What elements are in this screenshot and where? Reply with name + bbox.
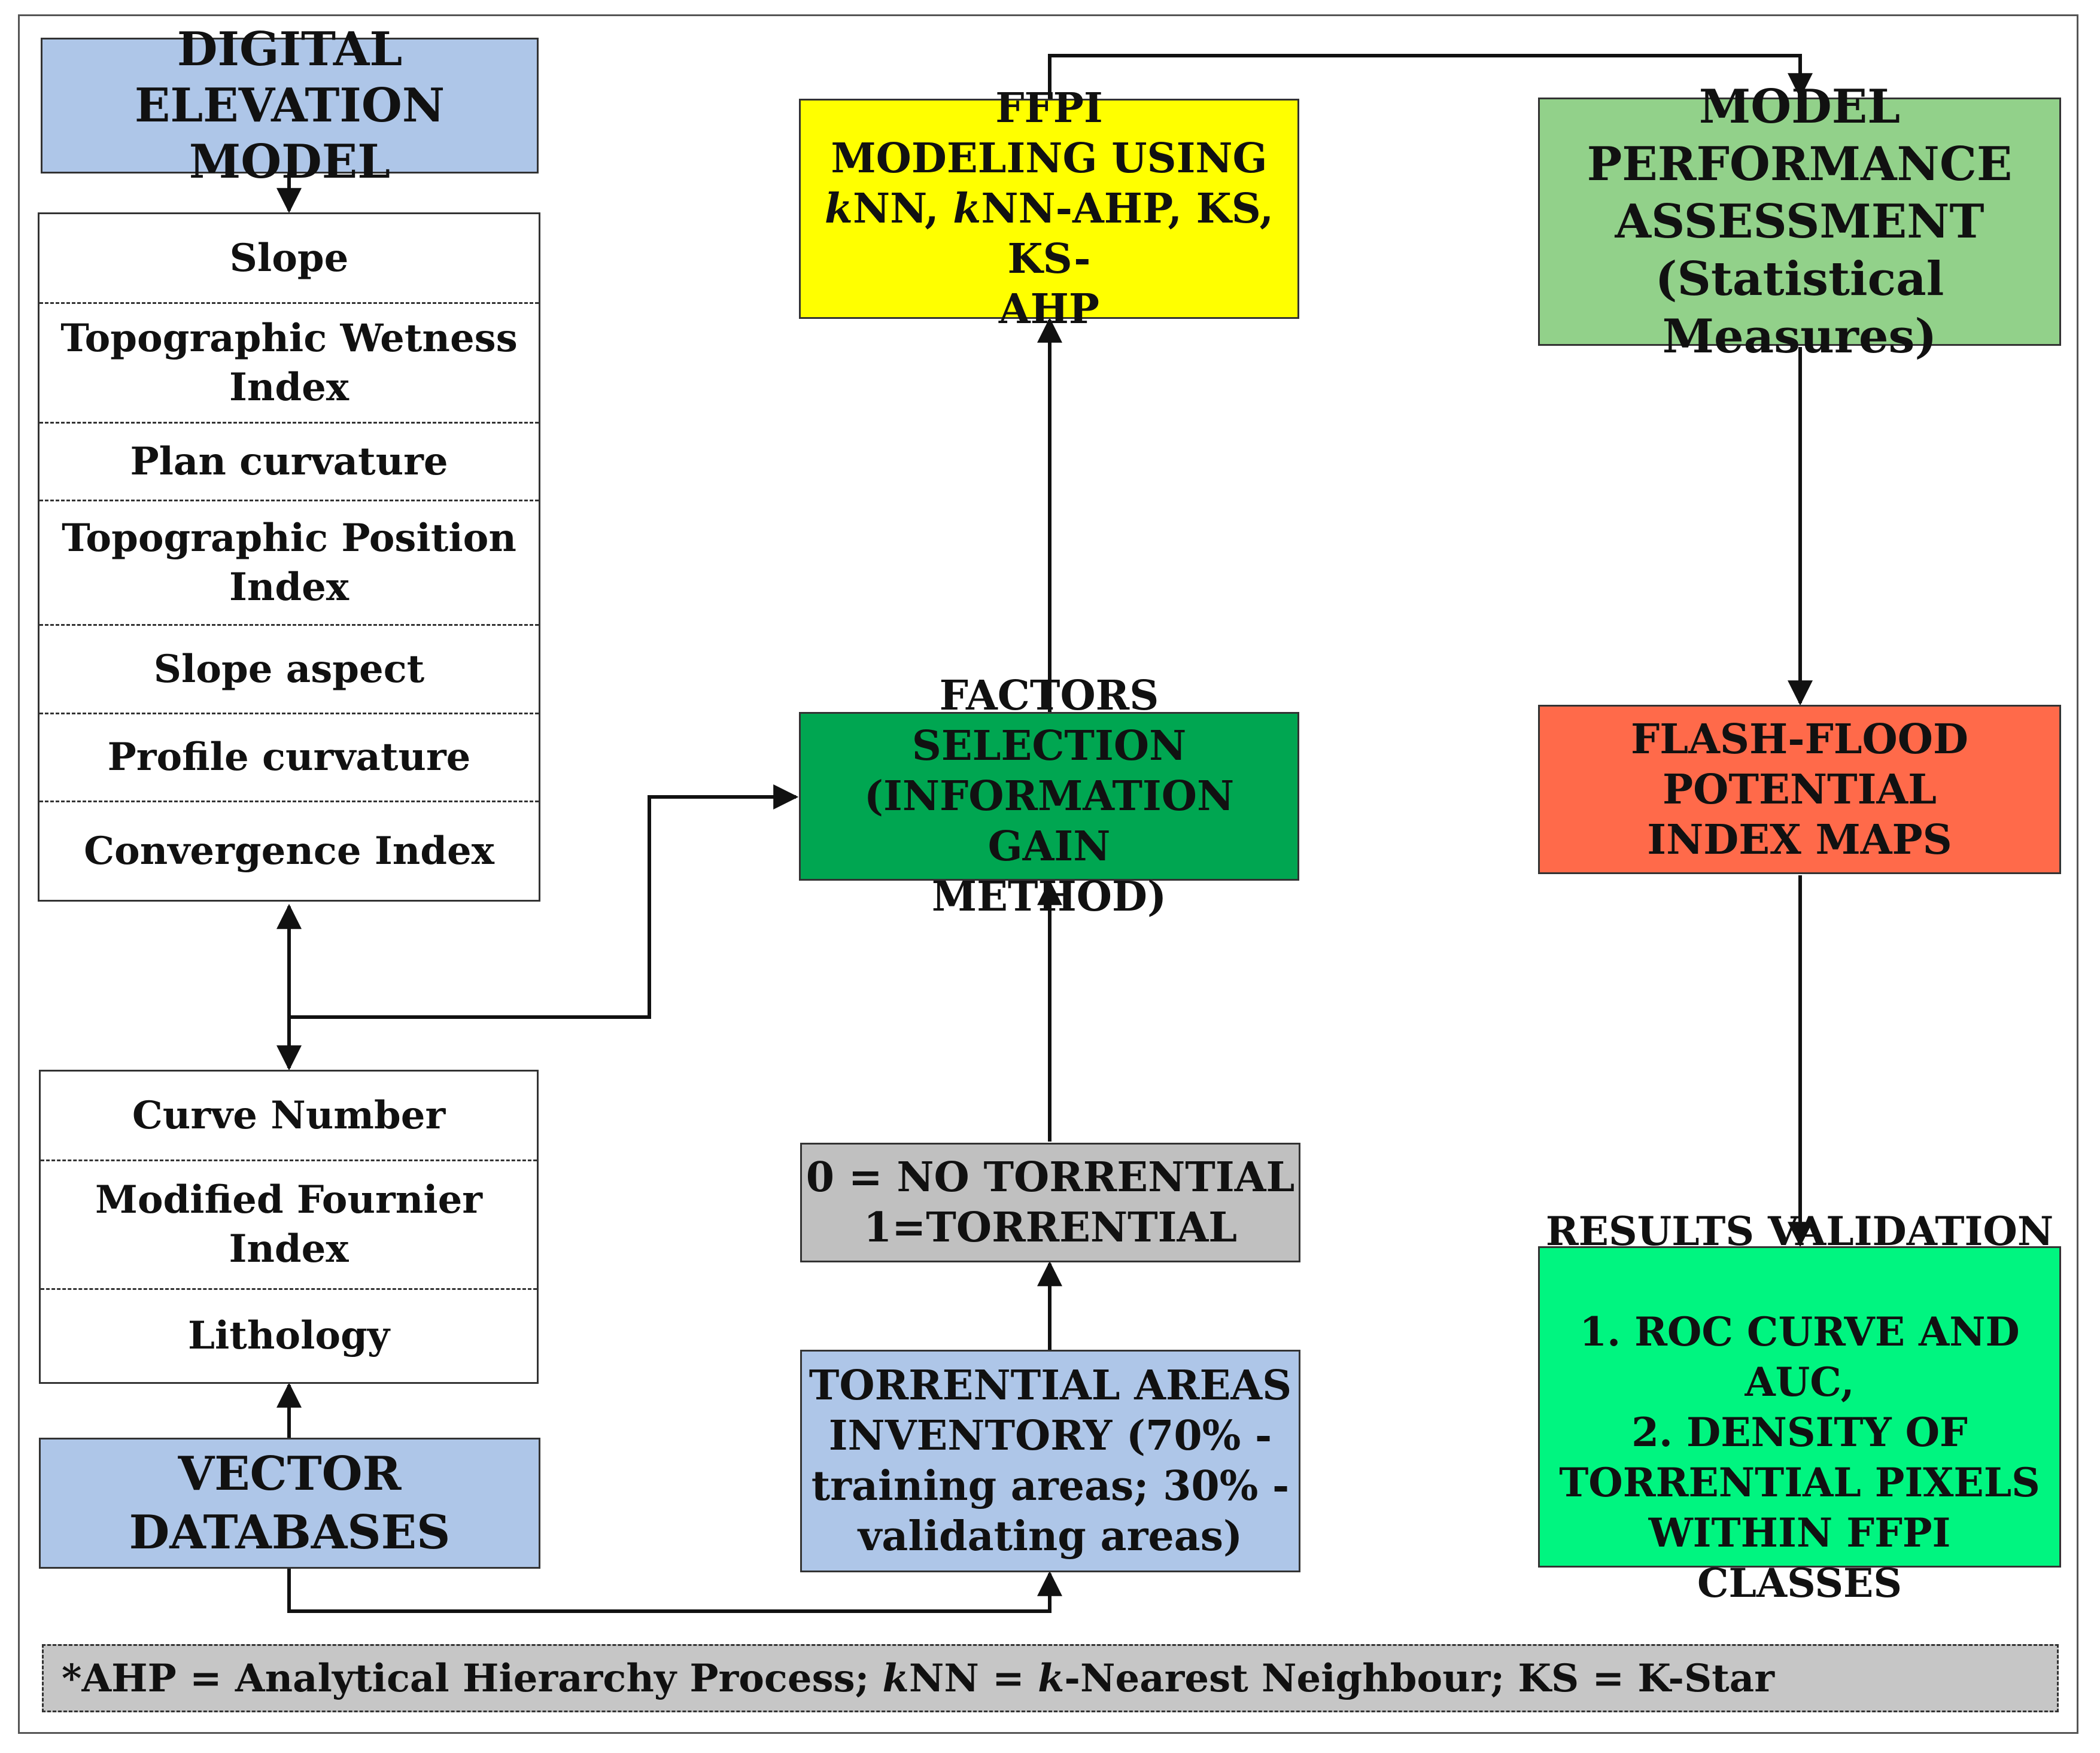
factor-row: Curve Number [41,1072,537,1161]
perf-line-4: (Statistical Measures) [1655,251,1944,364]
footnote-part-2: NN = [908,1655,1038,1701]
model-performance-box: MODEL PERFORMANCE ASSESSMENT (Statistica… [1538,80,2061,364]
factor-row: Profile curvature [39,714,539,802]
code-line-1: 0 = NO TORRENTIAL [806,1154,1295,1201]
inventory-line-2: INVENTORY (70% - [828,1412,1272,1460]
results-validation-box: RESULTS VALIDATION 1. ROC CURVE AND AUC,… [1538,1208,2061,1606]
factor-row: Topographic Wetness Index [39,304,539,424]
footnote-part-3: -Nearest Neighbour; KS = K-Star [1064,1655,1774,1701]
digital-elevation-model-box: DIGITAL ELEVATION MODEL [41,22,539,189]
ffpi-modeling-box: FFPI MODELING USING kNN, kNN-AHP, KS, KS… [799,84,1299,333]
ffpi-line-1: FFPI [995,84,1103,132]
arrow-ffpi-to-model-performance [1048,54,1813,99]
ffpi-line-4: AHP [998,285,1100,333]
factors-line-1: FACTORS SELECTION [911,672,1187,770]
factor-tpi-line-1: Topographic Position [62,515,516,561]
results-item-1: 1. ROC CURVE AND AUC, [1579,1308,2020,1405]
torrential-inventory-box: TORRENTIAL AREAS INVENTORY (70% - traini… [800,1350,1300,1572]
results-item-2-line-2: TORRENTIAL PIXELS [1559,1459,2040,1506]
footnote-k-italic: k [882,1655,909,1701]
ffpi-k-italic: k [824,185,853,233]
factor-slope: Slope [229,235,349,281]
ffpi-line-3-b: NN-AHP, KS, KS- [981,185,1274,283]
factor-twi-line-2: Index [229,364,350,410]
factor-row: Topographic Position Index [39,501,539,626]
ffpi-line-3-a: NN, [852,185,953,233]
dem-line-1: DIGITAL [177,22,403,77]
factor-row: Slope [39,214,539,304]
ffpi-line-2: MODELING USING [831,135,1268,182]
vector-databases-box: VECTOR DATABASES [39,1438,540,1569]
dem-factor-list: Slope Topographic Wetness Index Plan cur… [38,212,540,902]
vector-factor-list: Curve Number Modified Fournier Index Lit… [39,1070,539,1384]
factor-profile-curvature: Profile curvature [107,735,471,780]
vector-line-1: VECTOR [178,1446,402,1501]
factor-mfi-line-2: Index [229,1227,349,1271]
factor-mfi-line-1: Modified Fournier [95,1177,483,1222]
inventory-line-3: training areas; 30% - [811,1462,1290,1510]
factor-plan-curvature: Plan curvature [130,439,448,484]
flash-line-2: POTENTIAL [1663,765,1937,814]
arrow-junction-to-factor-selection [289,784,799,1019]
factor-row: Slope aspect [39,626,539,714]
code-line-2: 1=TORRENTIAL [863,1204,1238,1252]
factor-curve-number: Curve Number [132,1092,446,1138]
inventory-line-4: validating areas) [858,1512,1243,1560]
factor-row: Convergence Index [39,802,539,900]
dem-line-2: ELEVATION MODEL [134,78,445,189]
results-spacer [1540,1256,2059,1307]
factors-selection-box: FACTORS SELECTION (INFORMATION GAIN METH… [799,672,1299,921]
results-title: RESULTS VALIDATION [1545,1207,2054,1255]
factor-twi-line-1: Topographic Wetness [60,315,518,361]
factors-line-2: (INFORMATION GAIN [864,772,1235,871]
flash-flood-maps-box: FLASH-FLOOD POTENTIAL INDEX MAPS [1538,705,2061,874]
perf-line-3: ASSESSMENT [1615,194,1984,249]
diagram-frame [18,14,2078,1734]
inventory-line-1: TORRENTIAL AREAS [809,1362,1292,1410]
factor-row: Lithology [41,1290,537,1382]
footnote-part-1: *AHP = Analytical Hierarchy Process; [62,1655,883,1701]
factors-line-3: METHOD) [931,873,1167,921]
ffpi-k-italic: k [953,185,981,233]
factor-row: Plan curvature [39,424,539,501]
flash-line-3: INDEX MAPS [1647,815,1952,864]
results-item-2-line-1: 2. DENSITY OF [1631,1408,1968,1456]
factor-tpi-line-2: Index [229,564,350,610]
perf-line-1: MODEL [1698,79,1901,134]
vector-line-2: DATABASES [129,1505,451,1560]
footnote-k-italic: k [1038,1655,1065,1701]
flash-line-1: FLASH-FLOOD [1631,715,1968,763]
torrential-code-box: 0 = NO TORRENTIAL 1=TORRENTIAL [800,1143,1300,1262]
factor-slope-aspect: Slope aspect [153,646,425,692]
results-item-2-line-3: WITHIN FFPI CLASSES [1648,1509,1951,1606]
arrow-vector-db-to-inventory [287,1569,1062,1613]
ffpi-line-3: kNN, kNN-AHP, KS, KS- [801,184,1297,284]
factor-row: Modified Fournier Index [41,1161,537,1290]
perf-line-2: PERFORMANCE [1587,136,2013,191]
factor-convergence-index: Convergence Index [84,828,494,874]
factor-lithology: Lithology [187,1313,390,1358]
